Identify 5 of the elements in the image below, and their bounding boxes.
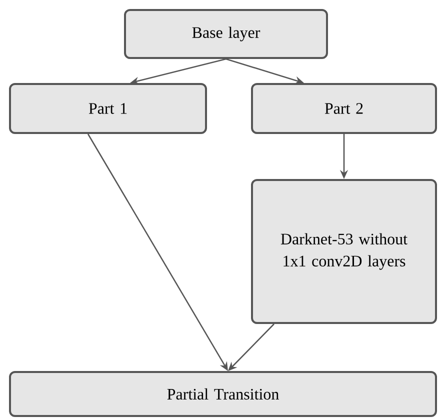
process-box: Part 1 bbox=[9, 83, 207, 134]
process-box: Base layer bbox=[124, 9, 328, 59]
process-box: Part 2 bbox=[251, 83, 437, 134]
process-box: Partial Transition bbox=[9, 371, 437, 417]
process-box: Darknet-53 without 1x1 conv2D layers bbox=[251, 179, 437, 324]
